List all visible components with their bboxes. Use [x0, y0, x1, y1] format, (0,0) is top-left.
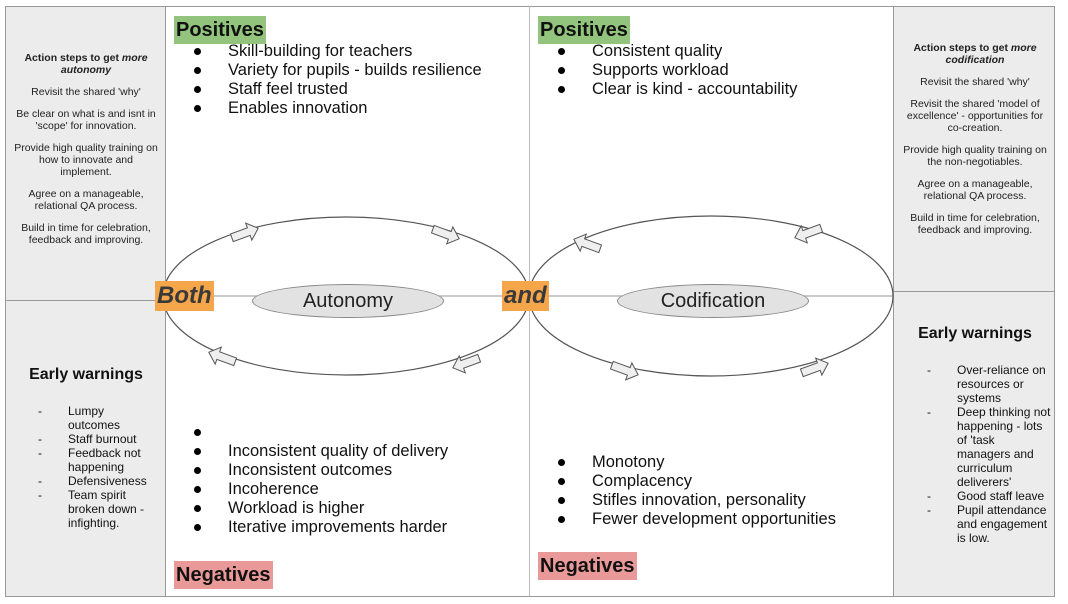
negative-item: Inconsistent outcomes: [192, 461, 522, 480]
right-action-step: Revisit the shared 'model of excellence'…: [906, 98, 1044, 134]
codification-positives-label: Positives: [538, 16, 630, 44]
negative-item: [192, 423, 522, 442]
warning-item: Good staff leave: [927, 489, 1051, 503]
positive-item: Consistent quality: [556, 42, 886, 61]
negative-item: Stifles innovation, personality: [556, 491, 886, 510]
warning-item: Pupil attendance and engagement is low.: [927, 503, 1051, 545]
positive-item: Clear is kind - accountability: [556, 80, 886, 99]
arrow-icon: [794, 223, 824, 244]
codification-negatives-label: Negatives: [538, 552, 637, 580]
arrow-icon: [208, 346, 238, 367]
left-action-steps: Action steps to get more autonomy Revisi…: [12, 52, 160, 256]
warning-item: Defensiveness: [38, 474, 158, 488]
right-action-step: Provide high quality training on the non…: [903, 144, 1047, 168]
warning-item: Staff burnout: [38, 432, 158, 446]
left-action-title-text: Action steps to get: [24, 52, 119, 64]
right-action-step: Revisit the shared 'why': [920, 76, 1030, 88]
positive-item: Variety for pupils - builds resilience: [192, 61, 522, 80]
autonomy-negatives-list: Inconsistent quality of delivery Inconsi…: [192, 423, 522, 537]
negative-item: Fewer development opportunities: [556, 510, 886, 529]
left-warnings-list: Lumpy outcomes Staff burnout Feedback no…: [38, 404, 158, 530]
left-action-step: Revisit the shared 'why': [31, 86, 141, 98]
right-action-step: Build in time for celebration, feedback …: [910, 212, 1040, 236]
autonomy-pole: Autonomy: [252, 284, 444, 318]
warning-item: Team spirit broken down - infighting.: [38, 488, 158, 530]
negative-item: Monotony: [556, 453, 886, 472]
negative-item: Iterative improvements harder: [192, 518, 522, 537]
negative-item: Workload is higher: [192, 499, 522, 518]
arrow-icon: [573, 233, 603, 254]
left-action-title-emph: more autonomy: [60, 52, 148, 76]
arrow-icon: [799, 357, 829, 378]
right-action-title: Action steps to get more codification: [900, 42, 1050, 66]
warning-item: Deep thinking not happening - lots of 't…: [927, 405, 1051, 489]
arrow-icon: [430, 224, 460, 245]
arrow-icon: [609, 360, 639, 381]
left-action-step: Agree on a manageable, relational QA pro…: [28, 188, 144, 212]
left-action-step: Be clear on what is and isnt in 'scope' …: [16, 108, 156, 132]
positive-item: Enables innovation: [192, 99, 522, 118]
autonomy-positives-list: Skill-building for teachers Variety for …: [192, 42, 522, 118]
right-action-steps: Action steps to get more codification Re…: [900, 42, 1050, 246]
negative-item: Complacency: [556, 472, 886, 491]
codification-positives-list: Consistent quality Supports workload Cle…: [556, 42, 886, 99]
left-action-step: Provide high quality training on how to …: [14, 142, 158, 178]
autonomy-positives-label: Positives: [174, 16, 266, 44]
negative-item: Incoherence: [192, 480, 522, 499]
right-warnings-list: Over-reliance on resources or systems De…: [927, 363, 1051, 545]
warning-item: Lumpy outcomes: [38, 404, 158, 432]
positive-item: Skill-building for teachers: [192, 42, 522, 61]
right-action-title-emph: more codification: [945, 42, 1037, 66]
right-warnings-title: Early warnings: [918, 325, 1032, 342]
left-warnings-title: Early warnings: [29, 366, 143, 383]
positive-item: Staff feel trusted: [192, 80, 522, 99]
warning-item: Feedback not happening: [38, 446, 158, 474]
autonomy-negatives-label: Negatives: [174, 561, 273, 589]
left-action-title: Action steps to get more autonomy: [12, 52, 160, 76]
left-action-panel: Action steps to get more autonomy Revisi…: [5, 6, 166, 301]
warning-item: Over-reliance on resources or systems: [927, 363, 1051, 405]
right-warnings-panel: Early warnings Over-reliance on resource…: [893, 291, 1055, 597]
both-connector: Both: [155, 281, 214, 311]
left-action-step: Build in time for celebration, feedback …: [21, 222, 151, 246]
left-warnings-panel: Early warnings Lumpy outcomes Staff burn…: [5, 300, 166, 597]
arrow-icon: [229, 222, 259, 243]
right-action-title-text: Action steps to get: [913, 42, 1008, 54]
right-action-step: Agree on a manageable, relational QA pro…: [917, 178, 1033, 202]
right-action-panel: Action steps to get more codification Re…: [893, 6, 1055, 292]
negative-item: Inconsistent quality of delivery: [192, 442, 522, 461]
and-connector: and: [502, 281, 549, 311]
frame-top-line: [5, 6, 1055, 7]
positive-item: Supports workload: [556, 61, 886, 80]
arrow-icon: [452, 353, 482, 374]
codification-pole: Codification: [617, 284, 809, 318]
codification-negatives-list: Monotony Complacency Stifles innovation,…: [556, 453, 886, 529]
frame-bottom-line: [5, 596, 1055, 597]
